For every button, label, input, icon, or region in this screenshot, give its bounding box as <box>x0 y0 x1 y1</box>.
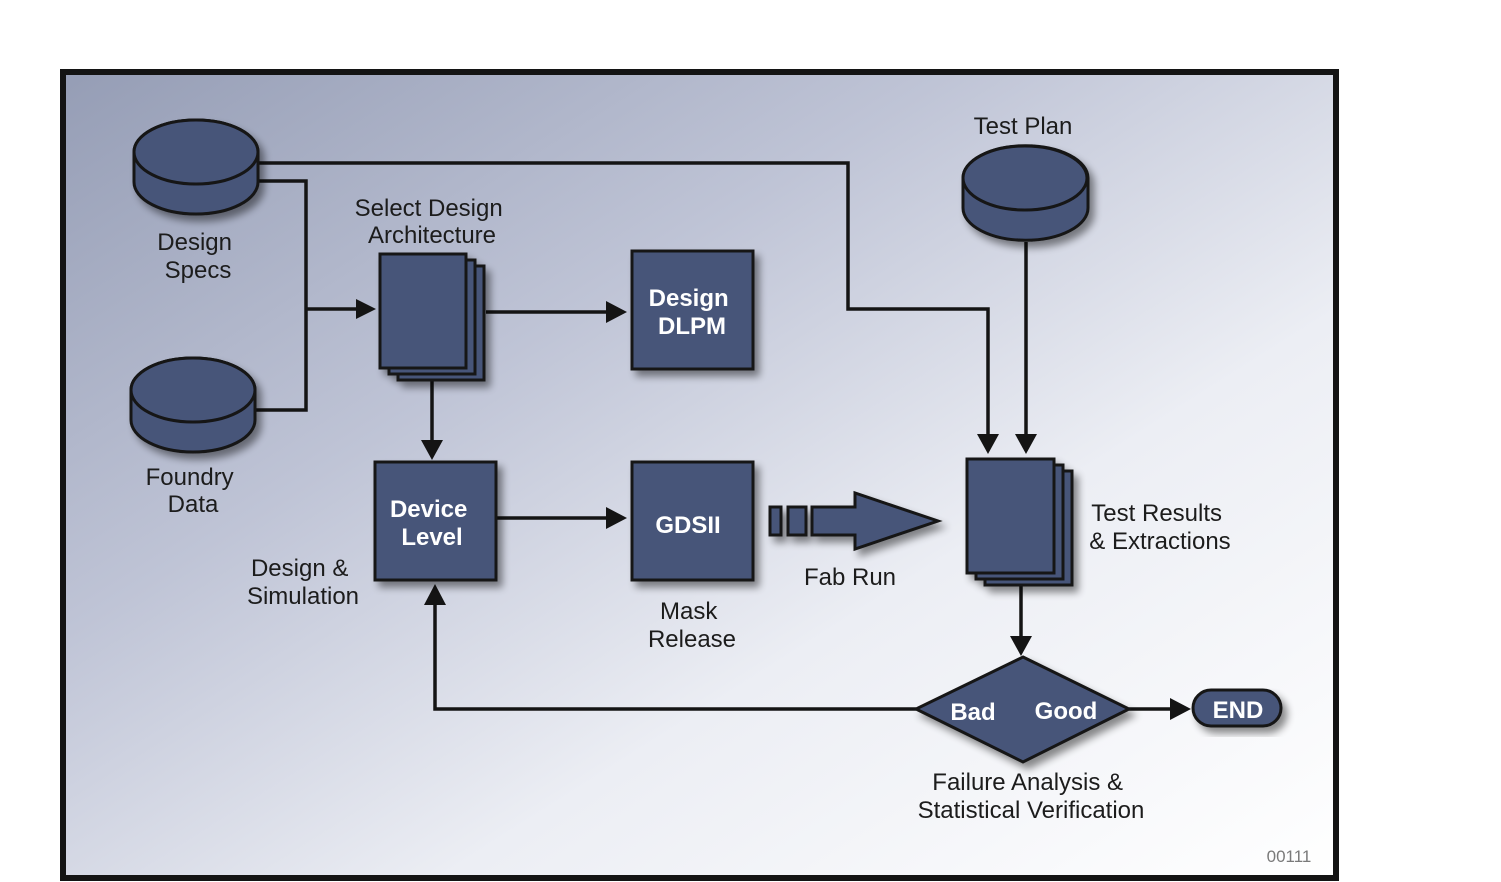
fab-run-label: Fab Run <box>804 564 896 591</box>
device-level-label: Device Level <box>390 496 474 551</box>
decision-diamond <box>912 655 1133 764</box>
arrowhead <box>977 434 999 454</box>
arrowhead <box>1170 698 1191 720</box>
connectors <box>255 161 1191 720</box>
arrowhead <box>606 507 627 529</box>
design-dlpm-box <box>630 249 755 371</box>
foundry-data-label: Foundry Data <box>146 464 241 518</box>
foundry-data-database <box>129 356 257 454</box>
test-plan-label: Test Plan <box>974 113 1073 140</box>
select-design-stack <box>378 252 486 382</box>
end-label: END <box>1213 697 1264 724</box>
design-dlpm-label: Design DLPM <box>649 285 736 340</box>
arrowhead <box>606 301 627 323</box>
good-label: Good <box>1035 698 1098 725</box>
arrowhead <box>356 299 376 319</box>
gdsii-box <box>630 460 755 582</box>
edge-bad-to-device <box>433 600 916 711</box>
test-plan-database <box>961 144 1090 242</box>
fab-run-arrow <box>768 490 943 552</box>
select-design-label: Select Design Architecture <box>355 195 510 249</box>
arrowhead <box>1015 434 1037 454</box>
arrowhead <box>421 440 443 460</box>
gdsii-label: GDSII <box>655 512 720 539</box>
edge-specs-to-select <box>255 179 308 412</box>
device-level-box <box>373 460 498 582</box>
edge-specs-to-test-results <box>258 161 990 440</box>
end-terminator <box>1191 688 1283 728</box>
arrowhead <box>424 584 446 605</box>
bad-label: Bad <box>950 699 995 726</box>
design-specs-label: Design Specs <box>157 229 238 284</box>
mask-release-label: Mask Release <box>648 598 736 653</box>
design-specs-database <box>132 118 260 216</box>
failure-analysis-label: Failure Analysis & Statistical Verificat… <box>918 769 1145 824</box>
design-simulation-label: Design & Simulation <box>247 555 359 610</box>
test-results-label: Test Results & Extractions <box>1089 500 1230 555</box>
arrowhead <box>1010 636 1032 656</box>
test-results-stack <box>965 457 1074 587</box>
figure-reference: 00111 <box>1267 847 1312 866</box>
